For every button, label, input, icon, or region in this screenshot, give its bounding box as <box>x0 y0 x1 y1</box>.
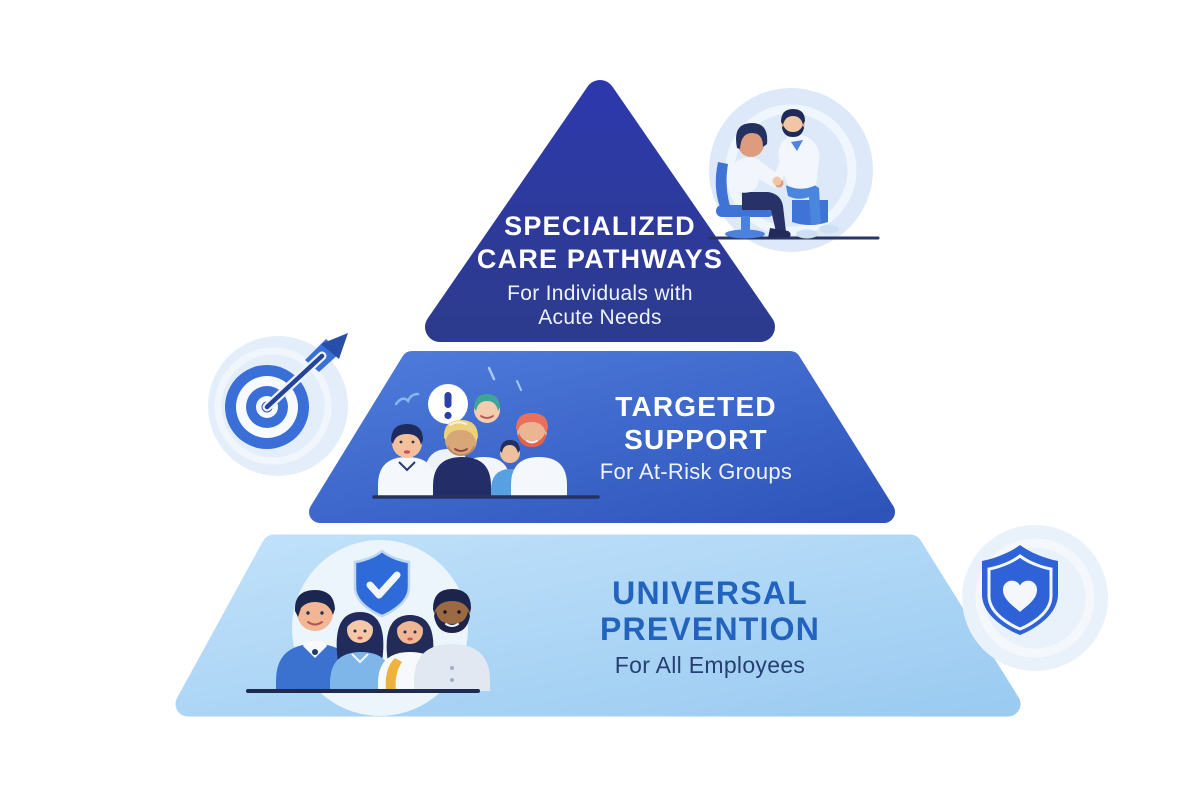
counselor-figure <box>732 123 791 238</box>
shield-heart-icon <box>962 525 1108 671</box>
heart-shape <box>1002 580 1038 612</box>
tier1-title-line2: CARE PATHWAYS <box>477 244 723 274</box>
sparkle <box>487 366 496 381</box>
tier1-subtitle-line1: For Individuals with <box>507 282 693 305</box>
exclamation-mark <box>444 392 452 408</box>
tier3-subtitle-line1: For All Employees <box>615 652 805 678</box>
person-dark-hair <box>378 424 436 497</box>
tier-top-triangle <box>425 80 775 342</box>
counseling-illustration <box>708 88 880 252</box>
person-blond-navy <box>433 420 491 497</box>
dart <box>262 333 348 412</box>
tier2-title-line1: TARGETED <box>615 391 777 422</box>
alert-group-illustration <box>372 366 600 499</box>
person-coral-hair <box>511 413 567 497</box>
target-icon <box>208 333 348 476</box>
tier2-title-line2: SUPPORT <box>624 424 768 455</box>
tier1-title-line1: SPECIALIZED <box>504 211 696 241</box>
bird-doodle <box>394 392 420 406</box>
employee-group-illustration <box>246 540 490 716</box>
tier-bottom-text: UNIVERSAL PREVENTION For All Employees <box>600 575 820 678</box>
shield-check-icon <box>353 549 411 618</box>
tier-middle-text: TARGETED SUPPORT For At-Risk Groups <box>600 391 792 484</box>
client-figure <box>772 109 839 239</box>
tier3-title-line1: UNIVERSAL <box>612 575 808 611</box>
employee-man-gray-shirt <box>414 589 490 691</box>
tier3-title-line2: PREVENTION <box>600 611 820 647</box>
sparkle <box>516 380 522 391</box>
tier-top-text: SPECIALIZED CARE PATHWAYS For Individual… <box>477 211 723 329</box>
tier1-subtitle-line2: Acute Needs <box>538 306 662 329</box>
tier-specialized-care <box>425 80 775 342</box>
employee-woman-blue-blouse <box>330 612 392 691</box>
tier2-subtitle-line1: For At-Risk Groups <box>600 459 792 484</box>
